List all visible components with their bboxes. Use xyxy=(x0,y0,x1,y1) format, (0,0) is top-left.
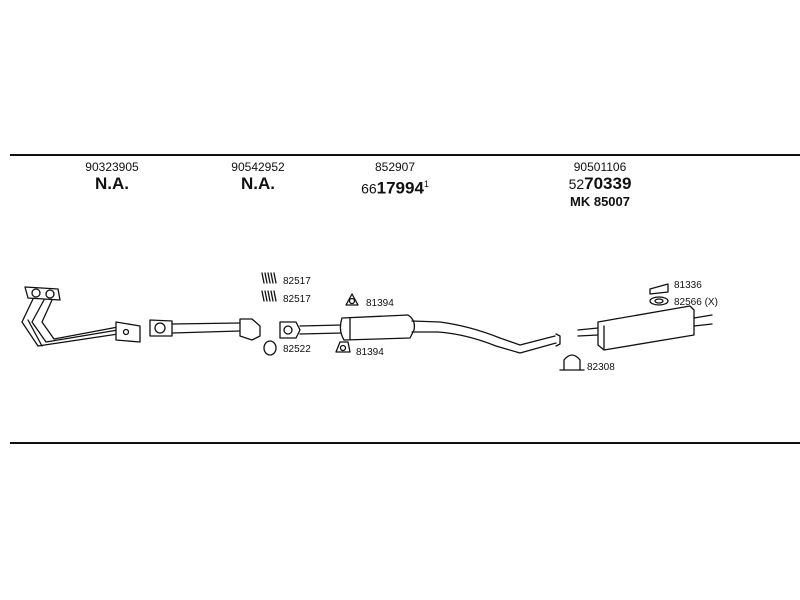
reference-code: 66179941 xyxy=(361,174,429,199)
availability-status: N.A. xyxy=(94,174,129,193)
fitting-label: 81394 xyxy=(356,347,384,358)
fitting-label: 82517 xyxy=(283,276,311,287)
fitting-label: 82522 xyxy=(283,344,311,355)
part-number: 90542952 xyxy=(231,160,285,174)
column-intermediate-pipe: 90542952 N.A. xyxy=(231,160,284,194)
column-rear-silencer: 90501106 5270339 MK 85007 xyxy=(569,160,632,210)
reference-code-main: 70339 xyxy=(584,174,632,193)
part-number: 90501106 xyxy=(573,160,627,174)
bottom-divider-line xyxy=(10,442,800,444)
u-bolt-clamp-82308-drawing xyxy=(559,354,585,371)
part-number: 90323905 xyxy=(85,160,139,174)
rear-silencer-drawing xyxy=(577,305,713,351)
top-divider-line xyxy=(10,154,800,156)
seal-ring-82522-drawing xyxy=(263,340,277,356)
intermediate-pipe-drawing xyxy=(149,318,261,341)
center-silencer-drawing xyxy=(279,314,561,354)
reference-code-suffix: 1 xyxy=(423,179,429,189)
reference-code-main: 17994 xyxy=(376,178,424,198)
part-number: 852907 xyxy=(374,160,416,174)
reference-code: 5270339 xyxy=(569,174,632,194)
front-pipe-drawing xyxy=(21,286,141,347)
clamp-82517-drawing xyxy=(261,272,277,302)
rear-hanger-drawing xyxy=(649,283,669,306)
column-front-pipe: 90323905 N.A. xyxy=(85,160,138,194)
mounting-kit-code: MK 85007 xyxy=(570,194,630,209)
column-center-silencer: 852907 66179941 xyxy=(361,160,429,199)
fitting-label: 82566 (X) xyxy=(674,297,718,308)
rubber-hanger-81394-drawing xyxy=(335,293,359,353)
reference-code-prefix: 66 xyxy=(361,180,377,197)
fitting-label: 81394 xyxy=(366,298,394,309)
fitting-label: 81336 xyxy=(674,280,702,291)
fitting-label: 82517 xyxy=(283,294,311,305)
fitting-label: 82308 xyxy=(587,362,615,373)
reference-code-prefix: 52 xyxy=(568,176,585,192)
availability-status: N.A. xyxy=(240,174,275,193)
